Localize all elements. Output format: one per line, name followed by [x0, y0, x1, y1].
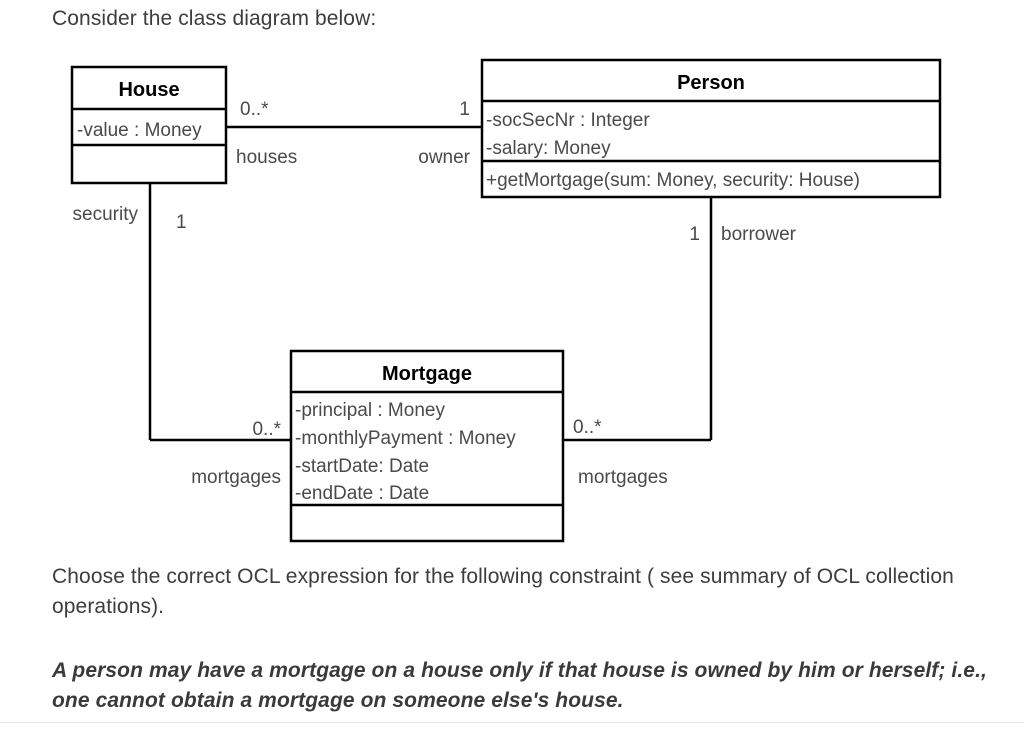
question-text: Choose the correct OCL expression for th…: [52, 565, 954, 618]
class-attribute-mortgage-enddate: -endDate : Date: [295, 483, 429, 504]
class-box-house: House -value : Money: [70, 65, 228, 185]
association-labels-person-mortgage: 1 borrower 0..* mortgages: [573, 224, 797, 488]
class-attribute-mortgage-startdate: -startDate: Date: [295, 456, 429, 477]
class-attribute-mortgage-monthlypayment: -monthlyPayment : Money: [295, 428, 516, 449]
multiplicity-security-end: 1: [176, 212, 187, 233]
class-box-person: Person -socSecNr : Integer -salary: Mone…: [480, 58, 942, 199]
role-label-mortgages-left: mortgages: [191, 467, 281, 488]
class-box-mortgage: Mortgage -principal : Money -monthlyPaym…: [289, 349, 565, 543]
multiplicity-borrower-end: 1: [689, 224, 700, 245]
class-box-person-outline: [480, 58, 942, 199]
class-box-mortgage-outline: [289, 349, 565, 543]
multiplicity-mortgages-left-end: 0..*: [252, 419, 281, 440]
class-attribute-house-value: -value : Money: [77, 120, 202, 141]
role-label-houses: houses: [236, 147, 297, 168]
multiplicity-houses-end: 0..*: [240, 99, 269, 120]
class-box-house-outline: [70, 65, 228, 185]
footer-divider: [0, 722, 1024, 723]
class-attribute-person-socsecnr: -socSecNr : Integer: [486, 110, 650, 131]
role-label-mortgages-right: mortgages: [578, 467, 668, 488]
uml-class-diagram: House -value : Money Person -socSecNr : …: [0, 50, 1024, 550]
class-attribute-person-salary: -salary: Money: [486, 138, 611, 159]
association-labels-house-person: 0..* 1 houses owner: [236, 99, 471, 168]
role-label-security: security: [73, 204, 139, 225]
class-name-person: Person: [677, 72, 745, 94]
multiplicity-owner-end: 1: [459, 99, 470, 120]
association-lines: [148, 125, 713, 442]
class-operation-person-getmortgage: +getMortgage(sum: Money, security: House…: [486, 170, 860, 191]
role-label-owner: owner: [418, 147, 470, 168]
class-name-house: House: [118, 79, 179, 101]
class-attribute-mortgage-principal: -principal : Money: [295, 400, 445, 421]
association-labels-house-mortgage: security 1 0..* mortgages: [73, 204, 282, 488]
intro-text: Consider the class diagram below:: [52, 7, 377, 30]
multiplicity-mortgages-right-end: 0..*: [573, 417, 602, 438]
role-label-borrower: borrower: [721, 224, 797, 245]
constraint-text: A person may have a mortgage on a house …: [52, 659, 987, 712]
class-name-mortgage: Mortgage: [382, 363, 472, 385]
